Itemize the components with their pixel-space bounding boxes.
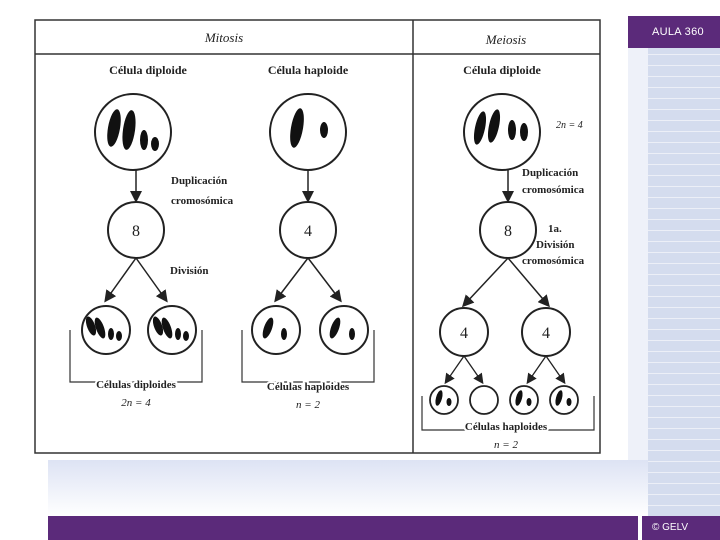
mitosis-haploid-daughter-cell [319,305,369,355]
gamete-cell [509,385,539,415]
duplication-label: Duplicación [171,175,227,187]
footer-bar-right [642,516,720,540]
meiosis-duplication-label: cromosómica [522,184,585,196]
meiosis-duplication-label: Duplicación [522,167,578,179]
gamete-cell [469,385,499,415]
chromosome [290,108,304,148]
side-pattern [648,48,720,516]
copyright-label: © GELV [652,522,689,533]
header-bar [642,16,720,48]
footer-separator [638,516,642,540]
result-bracket [421,396,595,431]
header-accent [628,16,642,48]
haploid-result-n: n = 2 [296,399,320,411]
chromosome [473,111,487,145]
arrow [463,355,484,385]
first-division-label: 1a. [548,223,562,235]
result-bracket [241,330,375,383]
mitosis-haploid-cell [269,93,347,171]
mitosis-daughter-cell [147,305,197,355]
mitosis-diploid-cell [94,93,172,171]
meiosis-count: 8 [504,223,512,240]
result-bracket [69,330,203,383]
decor-strip [628,48,648,468]
duplication-label: cromosómica [171,195,234,207]
mitosis-daughter-cell [81,305,131,355]
meiosis-result-label: Células haploides [465,421,548,433]
chromosome [320,122,328,138]
arrow [545,355,566,385]
footer-bar [48,516,638,540]
chromosome [487,109,501,143]
slide-background [48,460,648,516]
meiosis-daughter-count: 4 [542,325,550,342]
mitosis-title: Mitosis [204,30,243,45]
first-division-label: División [536,239,575,251]
gamete-cell [549,385,579,415]
haploid-result-label: Células haploides [267,381,350,393]
division-branch [104,257,137,303]
division-branch [135,257,168,303]
chromosome [107,109,121,147]
brand-label: AULA 360 [652,26,704,38]
mitosis-meiosis-diagram: Mitosis Meiosis Célula diploide Célula h… [34,19,601,454]
gamete-cell [429,385,459,415]
division-branch [461,257,509,308]
division-label: División [170,265,209,277]
diploid-cell-label: Célula diploide [109,63,187,77]
mitosis-diploid-count: 8 [132,223,140,240]
arrow [526,355,547,385]
arrow [444,355,465,385]
meiosis-diploid-label: Célula diploide [463,63,541,77]
division-branch [307,257,342,303]
meiosis-result-n: n = 2 [494,439,518,451]
mitosis-haploid-count: 4 [304,223,312,240]
chromosome [520,123,528,141]
meiosis-daughter-count: 4 [460,325,468,342]
division-branch [274,257,309,303]
meiosis-diploid-cell [463,93,541,171]
chromosome-count: 2n = 4 [556,120,583,131]
division-branch [507,257,550,308]
first-division-label: cromosómica [522,255,585,267]
haploid-cell-label: Célula haploide [268,63,349,77]
chromosome [151,137,159,151]
diploid-result-n: 2n = 4 [121,397,151,409]
mitosis-haploid-daughter-cell [251,305,301,355]
diploid-result-label: Células diploides [96,379,176,391]
chromosome [508,120,516,140]
meiosis-title: Meiosis [485,32,526,47]
chromosome [140,130,148,150]
chromosome [122,110,136,150]
